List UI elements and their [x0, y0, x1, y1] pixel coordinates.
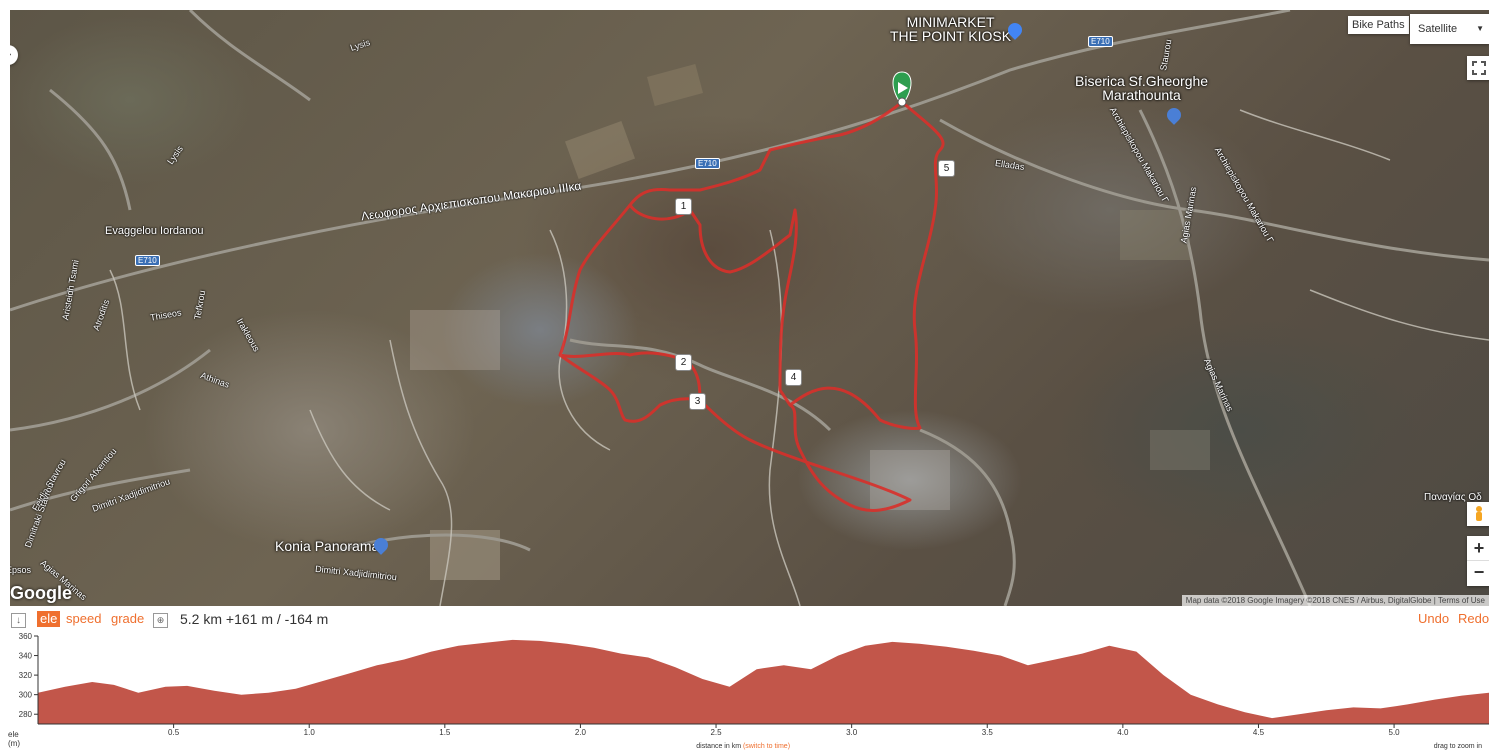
- highway-shield: E710: [1088, 36, 1113, 47]
- highway-shield: E710: [135, 255, 160, 266]
- map-overlay: [10, 10, 1489, 606]
- road-label: Evaggelou Iordanou: [105, 225, 204, 237]
- zoom-to-route-button[interactable]: ⊕: [153, 613, 168, 628]
- y-axis-unit: (m): [8, 739, 20, 748]
- y-tick-label: 340: [19, 652, 33, 661]
- expand-sidebar-button[interactable]: ›: [10, 45, 18, 65]
- undo-button[interactable]: Undo: [1418, 611, 1450, 626]
- y-tick-label: 360: [19, 632, 33, 641]
- x-tick-label: 2.0: [575, 728, 587, 737]
- y-axis-label: ele: [8, 730, 19, 739]
- zoom-controls: + −: [1467, 536, 1489, 586]
- highway-shield: E710: [695, 158, 720, 169]
- chevron-down-icon: ▼: [1476, 24, 1484, 33]
- map-type-select[interactable]: Satellite ▼: [1410, 14, 1489, 44]
- google-logo: Google: [10, 583, 72, 603]
- satellite-map[interactable]: Λεωφορος Αρχιεπισκοπου Μακαριου ΙΙΙκα Ev…: [10, 10, 1489, 606]
- y-tick-label: 280: [19, 710, 33, 719]
- zoom-icon: ⊕: [156, 615, 165, 625]
- arrow-down-icon: ↓: [16, 615, 21, 626]
- x-tick-label: 0.5: [168, 728, 180, 737]
- x-tick-label: 4.0: [1117, 728, 1129, 737]
- elevation-area: [38, 639, 1489, 724]
- y-tick-label: 320: [19, 671, 33, 680]
- poi-label: Konia Panorama: [275, 538, 380, 554]
- elevation-toolbar: ↓ ele speed grade ⊕ 5.2 km +161 m / -164…: [10, 610, 1489, 632]
- waypoint-marker-5[interactable]: 5: [938, 160, 955, 177]
- x-axis-label: distance in km (switch to time): [696, 743, 790, 750]
- route-track: [558, 100, 945, 512]
- pegman-icon: [1476, 506, 1482, 521]
- x-tick-label: 3.0: [846, 728, 858, 737]
- collapse-profile-button[interactable]: ↓: [11, 613, 26, 628]
- x-tick-label: 3.5: [982, 728, 994, 737]
- map-attribution[interactable]: Map data ©2018 Google Imagery ©2018 CNES…: [1181, 595, 1489, 606]
- waypoint-marker-1[interactable]: 1: [675, 198, 692, 215]
- fullscreen-icon: [1472, 61, 1486, 75]
- route-stats: 5.2 km +161 m / -164 m: [180, 611, 329, 627]
- waypoint-marker-4[interactable]: 4: [785, 369, 802, 386]
- map-type-value: Satellite: [1418, 23, 1458, 35]
- x-tick-label: 5.0: [1389, 728, 1401, 737]
- poi-minimarket[interactable]: MINIMARKET THE POINT KIOSK: [890, 14, 1025, 44]
- redo-button[interactable]: Redo: [1458, 611, 1489, 626]
- minor-roads: [109, 109, 1489, 606]
- poi-konia-panorama[interactable]: Konia Panorama: [275, 539, 379, 553]
- x-tick-label: 2.5: [710, 728, 722, 737]
- road-label: Epsos: [10, 565, 32, 575]
- poi-label: MINIMARKET THE POINT KIOSK: [890, 14, 1012, 44]
- road-label: Παναγίας Οδ: [1424, 492, 1482, 503]
- tab-elevation[interactable]: ele: [37, 611, 61, 627]
- start-pin[interactable]: [892, 71, 912, 107]
- poi-label: Biserica Sf.Gheorghe Marathounta: [1075, 73, 1209, 103]
- fullscreen-button[interactable]: [1467, 56, 1489, 80]
- waypoint-marker-2[interactable]: 2: [675, 354, 692, 371]
- tab-grade[interactable]: grade: [111, 611, 145, 626]
- drag-to-zoom-hint: drag to zoom in: [1434, 743, 1482, 750]
- x-tick-label: 1.5: [439, 728, 451, 737]
- street-view-pegman[interactable]: [1467, 502, 1489, 526]
- x-tick-label: 4.5: [1253, 728, 1265, 737]
- x-axis-label-text: distance in km: [696, 743, 743, 750]
- bike-paths-toggle[interactable]: Bike Paths: [1348, 16, 1409, 34]
- zoom-out-button[interactable]: −: [1473, 562, 1485, 582]
- waypoint-marker-3[interactable]: 3: [689, 393, 706, 410]
- switch-to-time-link[interactable]: (switch to time): [743, 743, 790, 750]
- y-tick-label: 300: [19, 691, 33, 700]
- zoom-in-button[interactable]: +: [1467, 536, 1489, 561]
- tab-speed[interactable]: speed: [66, 611, 102, 626]
- chevron-right-icon: ›: [10, 49, 11, 60]
- roads: [10, 10, 1489, 606]
- elevation-profile-chart[interactable]: 360 340 320 300 280 0.5 1.0 1.5 2.0 2.5 3.0 3.5 4.0 4…: [0, 632, 1489, 751]
- x-tick-label: 1.0: [304, 728, 316, 737]
- poi-church[interactable]: Biserica Sf.Gheorghe Marathounta: [1075, 74, 1208, 102]
